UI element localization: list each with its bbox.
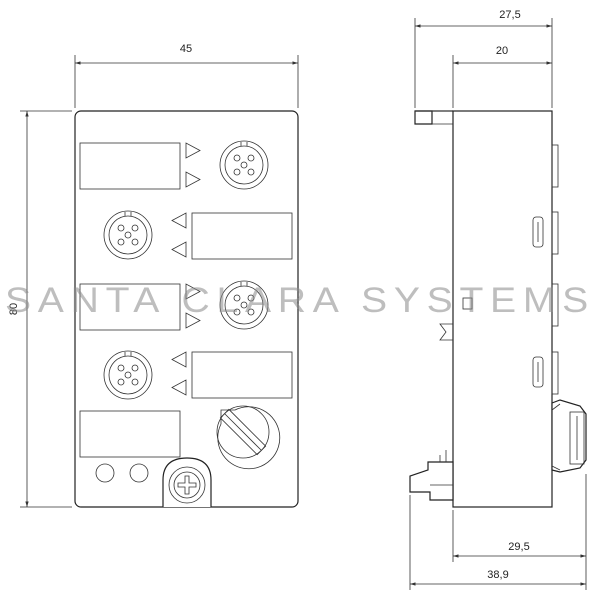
label-box-4 — [191, 351, 293, 399]
side-top-outer-label: 27,5 — [499, 9, 520, 21]
m12-connector-2-icon — [103, 210, 153, 260]
screw-icon — [168, 466, 206, 504]
led-1 — [95, 463, 115, 483]
side-marker — [462, 297, 473, 310]
screw-boss — [162, 457, 212, 507]
label-box-5 — [79, 410, 181, 458]
front-width-label: 45 — [180, 43, 192, 55]
front-view: 45 80 — [8, 43, 299, 508]
side-top-inner-dimension: 20 — [452, 45, 552, 108]
side-tab-1 — [551, 144, 559, 188]
arrow-out-3b-icon — [185, 312, 201, 329]
side-tab-3 — [551, 283, 559, 327]
side-din-latch — [409, 450, 454, 501]
side-top-inner-label: 20 — [496, 45, 508, 57]
rotary-switch-icon — [216, 405, 281, 470]
side-top-outer-dimension: 27,5 — [414, 9, 553, 108]
side-connector-4-icon — [532, 356, 544, 388]
front-width-dimension: 45 — [74, 43, 299, 108]
side-clip — [439, 323, 453, 341]
m12-connector-1-icon — [219, 140, 269, 190]
label-box-2 — [191, 212, 293, 260]
side-rotary-knob-icon — [551, 399, 587, 473]
arrow-out-1b-icon — [185, 171, 201, 188]
side-bottom-outer-dimension: 38,9 — [409, 495, 586, 590]
arrow-in-4b-icon — [171, 379, 187, 396]
side-tab-2 — [551, 211, 559, 255]
side-bottom-inner-dimension: 29,5 — [452, 474, 587, 590]
arrow-out-1a-icon — [185, 142, 201, 159]
side-top-flange — [414, 110, 433, 125]
side-tab-4 — [551, 351, 559, 395]
m12-connector-4-icon — [103, 350, 153, 400]
side-bottom-inner-label: 29,5 — [508, 541, 529, 553]
arrow-out-3a-icon — [185, 283, 201, 300]
label-box-1 — [79, 142, 181, 190]
arrow-in-4a-icon — [171, 351, 187, 368]
arrow-in-2a-icon — [171, 212, 187, 229]
watermark-text: SANTA CLARA SYSTEMS — [5, 281, 595, 320]
front-height-dimension: 80 — [8, 110, 72, 508]
side-connector-2-icon — [532, 216, 544, 248]
side-view: 27,5 20 29,5 38,9 — [409, 9, 587, 590]
front-height-label: 80 — [8, 303, 20, 315]
led-2 — [129, 463, 149, 483]
arrow-in-2b-icon — [171, 241, 187, 258]
label-box-3 — [79, 283, 181, 331]
side-bottom-outer-label: 38,9 — [487, 569, 508, 581]
m12-connector-3-icon — [219, 280, 269, 330]
